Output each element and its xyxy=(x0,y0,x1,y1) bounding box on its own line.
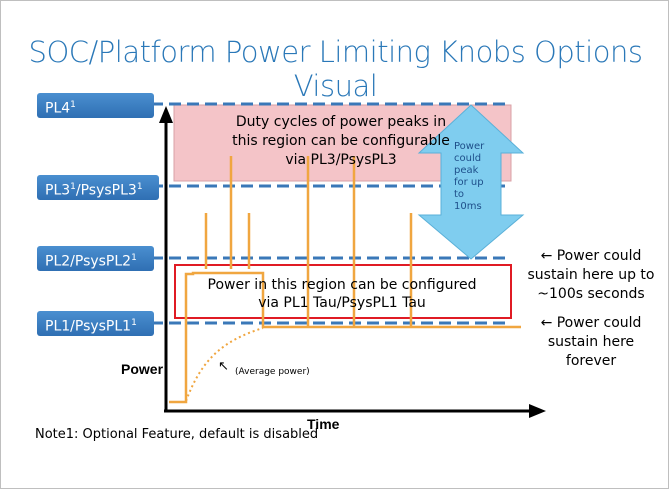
pl2-label-sup: 1 xyxy=(131,253,137,263)
power-spikes xyxy=(204,156,413,327)
pl1-label: PL1/PsysPL11 xyxy=(37,311,154,336)
arrow-line-3: peak xyxy=(454,165,479,176)
x-axis-label: Time xyxy=(307,416,340,432)
pl4-label-sup: 1 xyxy=(70,100,76,110)
average-power-curve xyxy=(185,327,264,402)
page-title: SOC/Platform Power Limiting Knobs Option… xyxy=(28,35,643,103)
pl2-label-text: PL2/PsysPL2 xyxy=(45,253,132,270)
red-line-1: Power in this region can be configured xyxy=(207,277,477,293)
pl3-label-text: PL3 xyxy=(45,182,71,199)
pl2-label: PL2/PsysPL21 xyxy=(37,246,154,271)
pink-line-3: via PL3/PsysPL3 xyxy=(285,152,397,168)
pl1-label-sup: 1 xyxy=(131,318,137,328)
y-axis-arrowhead xyxy=(159,106,173,123)
red-line-2: via PL1 Tau/PsysPL1 Tau xyxy=(258,295,426,311)
right-note-sustain-100s: ← Power could sustain here up to ~100s s… xyxy=(517,247,665,304)
pl4-label-text: PL4 xyxy=(45,100,71,117)
arrow-line-1: Power xyxy=(454,141,485,152)
arrow-line-6: 10ms xyxy=(454,201,482,212)
pl1-tau-region xyxy=(174,264,512,319)
arrow-line-2: could xyxy=(454,153,482,164)
pl3-label-sup2: 1 xyxy=(136,182,143,192)
pl4-label: PL41 xyxy=(37,93,154,118)
note1-line-3: ~100s seconds xyxy=(537,286,645,302)
instant-power-line xyxy=(169,271,521,404)
footnote: Note1: Optional Feature, default is disa… xyxy=(35,427,319,442)
pl3-label-sup1: 1 xyxy=(70,182,76,192)
pl3-label-mid: /PsysPL3 xyxy=(75,182,137,199)
note2-line-1: ← Power could xyxy=(540,315,642,331)
arrow-line-5: to xyxy=(454,189,465,200)
note1-line-1: ← Power could xyxy=(540,248,642,264)
pink-line-1: Duty cycles of power peaks in xyxy=(235,114,447,130)
pl3-label: PL31/PsysPL31 xyxy=(37,175,159,200)
pink-line-2: this region can be configurable xyxy=(232,133,450,149)
note2-line-2: sustain here xyxy=(547,334,635,350)
average-power-label: (Average power) xyxy=(235,367,310,377)
note2-line-3: forever xyxy=(565,353,617,369)
pink-region-text: Duty cycles of power peaks in this regio… xyxy=(191,113,491,170)
x-axis-arrowhead xyxy=(529,404,546,418)
average-arrow-icon: ↖ xyxy=(218,359,229,374)
arrow-text: Power could peak for up to 10ms xyxy=(454,141,494,213)
right-note-sustain-forever: ← Power could sustain here forever xyxy=(517,314,665,371)
note1-line-2: sustain here up to xyxy=(527,267,655,283)
y-axis-label: Power xyxy=(121,361,164,377)
arrow-line-4: for up xyxy=(454,177,484,188)
red-box-text: Power in this region can be configured v… xyxy=(177,276,507,312)
peak-double-arrow xyxy=(417,104,525,260)
pl1-label-text: PL1/PsysPL1 xyxy=(45,318,132,335)
